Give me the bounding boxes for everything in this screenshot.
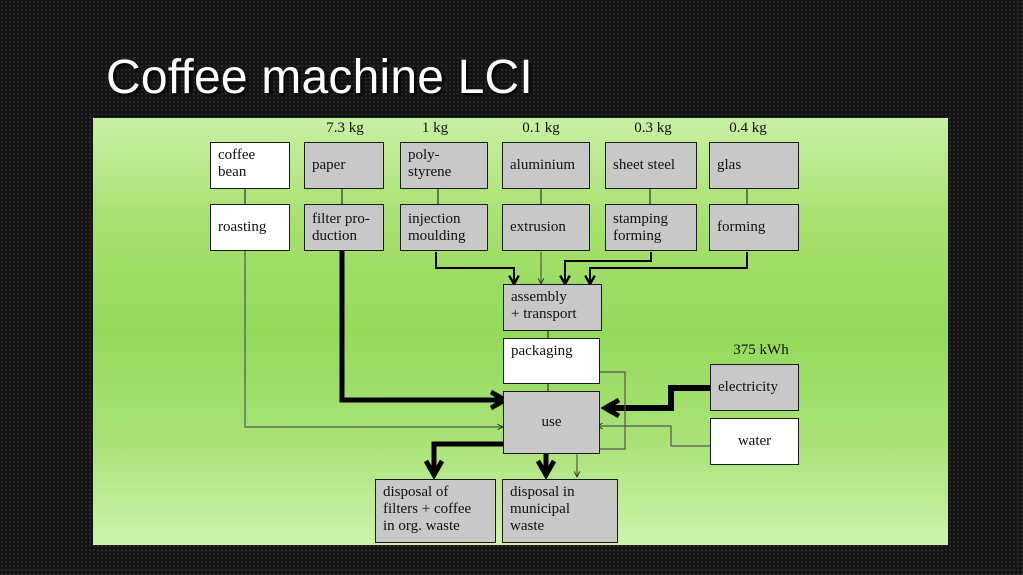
box-disposal-org-waste: disposal of filters + coffee in org. was… xyxy=(375,479,496,543)
box-electricity: electricity xyxy=(710,364,799,411)
weight-aluminium: 0.1 kg xyxy=(522,120,560,136)
box-use: use xyxy=(503,391,600,454)
box-coffee-bean: coffee bean xyxy=(210,142,290,189)
weight-sheet-steel: 0.3 kg xyxy=(634,120,672,136)
box-forming: forming xyxy=(709,204,799,251)
box-paper: paper xyxy=(304,142,384,189)
box-extrusion: extrusion xyxy=(502,204,590,251)
flow-forming-assembly xyxy=(590,252,748,284)
box-filter-production: filter pro- duction xyxy=(304,204,384,251)
slide-title: Coffee machine LCI xyxy=(106,51,533,104)
flow-electricity-use xyxy=(605,385,711,408)
flow-injection-assembly xyxy=(435,252,514,284)
flow-packaging-municipal xyxy=(577,371,626,477)
box-water: water xyxy=(710,418,799,465)
diagram-panel: 7.3 kg 1 kg 0.1 kg 0.3 kg 0.4 kg 375 kWh… xyxy=(93,118,948,545)
box-aluminium: aluminium xyxy=(502,142,590,189)
box-packaging: packaging xyxy=(503,338,600,384)
box-stamping-forming: stamping forming xyxy=(605,204,697,251)
flow-use-disposal-org xyxy=(434,441,503,475)
flow-water-use xyxy=(597,426,710,447)
flow-filter-use xyxy=(339,251,505,400)
flow-stamping-assembly xyxy=(565,252,652,284)
weight-polystyrene: 1 kg xyxy=(421,120,449,136)
weight-paper: 7.3 kg xyxy=(326,120,364,136)
box-polystyrene: poly- styrene xyxy=(400,142,488,189)
box-injection-moulding: injection moulding xyxy=(400,204,488,251)
flow-roasting-use xyxy=(244,250,503,427)
box-glas: glas xyxy=(709,142,799,189)
weight-glas: 0.4 kg xyxy=(729,120,767,136)
box-sheet-steel: sheet steel xyxy=(605,142,697,189)
box-assembly-transport: assembly + transport xyxy=(503,284,602,331)
box-disposal-municipal-waste: disposal in municipal waste xyxy=(502,479,618,543)
flow-arrows xyxy=(244,189,748,545)
box-roasting: roasting xyxy=(210,204,290,251)
weight-electricity: 375 kWh xyxy=(733,342,789,358)
